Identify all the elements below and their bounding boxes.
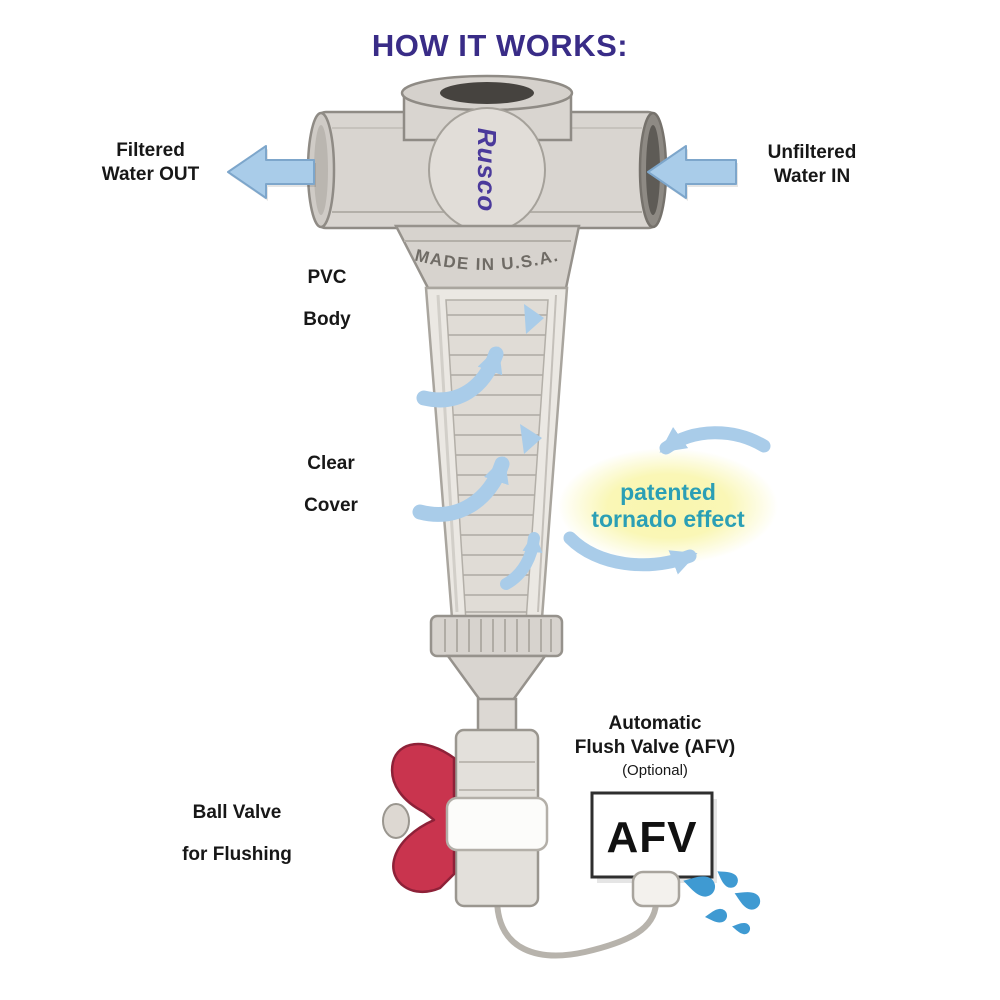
- callout-line2: tornado effect: [591, 506, 745, 532]
- flow-arrows: [227, 145, 738, 201]
- afv-box-text: AFV: [607, 813, 698, 862]
- label-line: PVC: [307, 267, 347, 288]
- label-filtered-water-out: Filtered Water OUT: [68, 139, 233, 187]
- flush-valve-art: [382, 728, 549, 908]
- circulation-arrows: [563, 426, 771, 575]
- filtered-out-arrow-icon: [227, 145, 315, 199]
- tornado-swirl-arrows: [412, 304, 544, 590]
- label-clear-cover: Clear Cover: [266, 452, 396, 518]
- label-ball-valve: Ball Valve for Flushing: [152, 801, 322, 867]
- label-line: Automatic: [608, 713, 702, 734]
- valve-white-band: [445, 796, 549, 852]
- water-drops-icon: [683, 871, 761, 935]
- valve-stem-hub: [382, 803, 410, 839]
- page-title: HOW IT WORKS:: [371, 28, 629, 63]
- label-line: Water IN: [773, 165, 851, 187]
- label-line: Body: [303, 308, 351, 330]
- afv-unit-art: AFV: [590, 791, 717, 908]
- label-automatic-flush-valve: Automatic Flush Valve (AFV) (Optional): [560, 712, 750, 780]
- swirl-chevron-icon: [524, 304, 544, 334]
- label-line: Filtered: [116, 140, 185, 161]
- drain-tube: [494, 895, 659, 959]
- label-line: Water OUT: [101, 163, 200, 185]
- outlet-port: [306, 111, 336, 229]
- afv-connector: [631, 870, 681, 908]
- clear-cover-art: [424, 286, 569, 623]
- tornado-callout: patented tornado effect: [558, 426, 778, 575]
- label-line: (Optional): [622, 761, 688, 779]
- label-line: Flush Valve (AFV): [574, 736, 736, 758]
- label-line: Unfiltered: [767, 142, 857, 163]
- label-line: Clear: [307, 453, 355, 474]
- brand-logo-text: Rusco: [472, 128, 502, 212]
- label-line: Ball Valve: [192, 802, 282, 823]
- callout-line1: patented: [620, 479, 716, 505]
- filter-head-art: Rusco MADE IN U.S.A.: [306, 74, 668, 290]
- bottom-assembly: [429, 614, 564, 734]
- unfiltered-in-arrow-icon: [647, 145, 737, 199]
- callout-glow: [558, 448, 778, 564]
- label-line: for Flushing: [182, 843, 292, 865]
- ball-valve-handle-art: [390, 742, 456, 894]
- label-pvc-body: PVC Body: [262, 266, 392, 332]
- label-unfiltered-water-in: Unfiltered Water IN: [732, 141, 892, 189]
- swirl-chevron-icon: [520, 424, 542, 454]
- label-line: Cover: [304, 494, 358, 516]
